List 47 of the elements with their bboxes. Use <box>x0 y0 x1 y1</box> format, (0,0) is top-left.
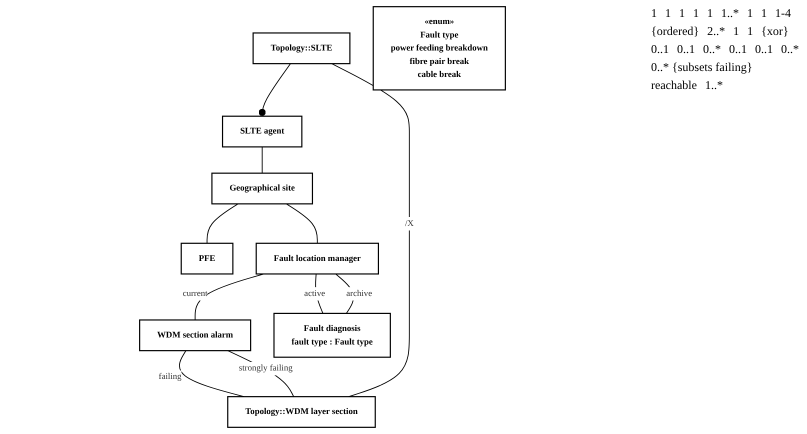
annotation-text: 1-4 <box>775 6 791 21</box>
annotation-text: {xor} <box>761 24 789 39</box>
node-box: Fault diagnosis fault type : Fault type <box>273 312 391 358</box>
annotation-text: 1 <box>679 6 685 21</box>
annotation-text: 1 <box>733 24 740 39</box>
annotation-text: 0..1 <box>651 42 669 57</box>
annotation-text: 0..1 <box>677 42 695 57</box>
annotation-text: 0..1 <box>729 42 747 57</box>
node-box: Geographical site <box>211 172 314 204</box>
node-box: Topology::SLTE <box>252 32 350 64</box>
annotation-text: 1 <box>747 6 753 21</box>
annotation-text: {ordered} <box>651 24 700 39</box>
connector <box>194 274 264 320</box>
node-box: «enum» Fault type power feeding breakdown fibre pair break cable break <box>372 6 506 91</box>
edge-label: current <box>182 288 208 298</box>
connector <box>227 350 294 398</box>
connector <box>331 63 410 398</box>
connector <box>258 63 291 117</box>
annotation-text: 1 <box>693 6 699 21</box>
annotation-text: 1 <box>707 6 713 21</box>
edge-label: strongly failing <box>238 364 293 374</box>
node-box: SLTE agent <box>222 116 302 148</box>
connector <box>286 203 318 244</box>
annotation-text: 1 <box>665 6 671 21</box>
annotation-text: 0..* <box>781 42 799 57</box>
edge-label: /X <box>404 218 414 228</box>
connector <box>206 203 238 244</box>
annotation-text: 0..* {subsets failing} <box>651 60 753 75</box>
annotation-text: reachable <box>651 78 697 93</box>
annotation-text: 1 <box>747 24 754 39</box>
annotation-text: 1 <box>761 6 767 21</box>
node-box: Fault location manager <box>256 242 379 275</box>
node-box: PFE <box>180 242 234 275</box>
annotation-text: 2..* <box>707 24 726 39</box>
edge-label: active <box>304 288 326 298</box>
edge-label: archive <box>346 288 372 298</box>
annotation-text: 1 <box>651 6 657 21</box>
annotation-text: 1..* <box>704 78 723 93</box>
connector <box>262 146 263 174</box>
node-box: WDM section alarm <box>139 319 252 352</box>
connector <box>315 274 324 314</box>
connector <box>179 350 244 398</box>
edge-label: failing <box>158 372 182 382</box>
annotation-text: 1..* <box>721 6 739 21</box>
annotation-text: 0..* <box>703 42 721 57</box>
annotation-text: 0..1 <box>755 42 773 57</box>
node-box: Topology::WDM layer section <box>227 396 376 428</box>
